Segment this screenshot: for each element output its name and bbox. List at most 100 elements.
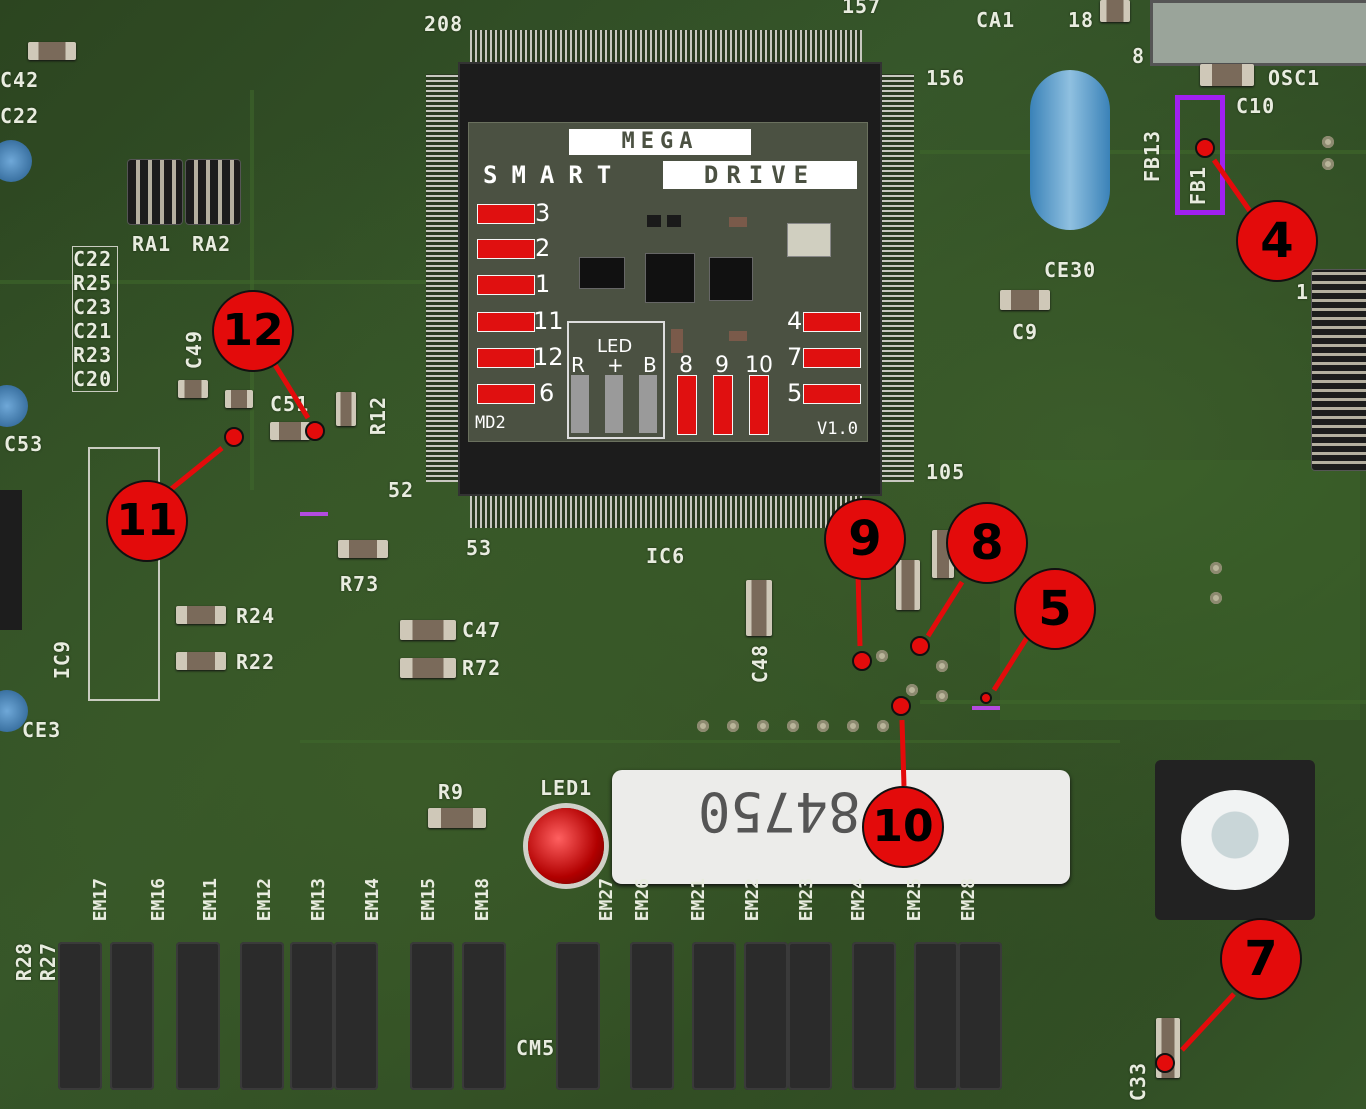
pad-7-label: 7 bbox=[787, 343, 803, 371]
solder-point-11[interactable] bbox=[224, 427, 244, 447]
label-ra2: RA2 bbox=[192, 232, 232, 256]
arrow-10 bbox=[899, 719, 907, 787]
via bbox=[1322, 158, 1334, 170]
pad-6[interactable] bbox=[477, 384, 535, 404]
via bbox=[936, 660, 948, 672]
label-c22b: C22 bbox=[0, 104, 40, 128]
label-c20: C20 bbox=[73, 367, 113, 391]
pad-1[interactable] bbox=[477, 275, 535, 295]
smd-part bbox=[28, 42, 76, 60]
via bbox=[1210, 562, 1222, 574]
highlight-box-fb bbox=[1175, 95, 1225, 215]
solder-point-7[interactable] bbox=[1155, 1053, 1175, 1073]
pad-9-label: 9 bbox=[715, 353, 729, 378]
overlay-smd bbox=[671, 329, 683, 353]
pad-3-label: 3 bbox=[535, 199, 551, 227]
label-r25: R25 bbox=[73, 271, 113, 295]
ic-pins-right bbox=[880, 74, 914, 482]
solder-point-8[interactable] bbox=[910, 636, 930, 656]
em24-part bbox=[852, 942, 896, 1090]
label-18: 18 bbox=[1068, 8, 1095, 32]
label-r72: R72 bbox=[462, 656, 502, 680]
em28-part bbox=[958, 942, 1002, 1090]
ic-pins-top bbox=[470, 30, 862, 64]
solder-point-5[interactable] bbox=[980, 692, 992, 704]
label-r22: R22 bbox=[236, 650, 276, 674]
label-157: 157 bbox=[842, 0, 882, 18]
callout-11: 11 bbox=[106, 480, 188, 562]
pad-8[interactable] bbox=[677, 375, 697, 435]
via bbox=[1210, 592, 1222, 604]
label-ra1: RA1 bbox=[132, 232, 172, 256]
resistor-array-ra2 bbox=[186, 160, 240, 224]
overlay-smd bbox=[667, 215, 681, 227]
via bbox=[697, 720, 709, 732]
pad-4[interactable] bbox=[803, 312, 861, 332]
em25-part bbox=[914, 942, 958, 1090]
via bbox=[787, 720, 799, 732]
arrow-8 bbox=[925, 580, 965, 638]
label-53: 53 bbox=[466, 536, 493, 560]
label-ce3: CE3 bbox=[22, 718, 62, 742]
solder-point-12[interactable] bbox=[305, 421, 325, 441]
em23-part bbox=[788, 942, 832, 1090]
button-cap[interactable] bbox=[1181, 790, 1289, 890]
pad-12-label: 12 bbox=[533, 343, 564, 371]
pad-2[interactable] bbox=[477, 239, 535, 259]
overlay-chip bbox=[579, 257, 625, 289]
em14-part bbox=[334, 942, 378, 1090]
trace bbox=[920, 150, 1366, 154]
led-pad-r[interactable] bbox=[571, 375, 589, 433]
pad-12[interactable] bbox=[477, 348, 535, 368]
pad-7[interactable] bbox=[803, 348, 861, 368]
pad-5[interactable] bbox=[803, 384, 861, 404]
smd-part bbox=[178, 380, 208, 398]
em18-part bbox=[462, 942, 506, 1090]
via bbox=[727, 720, 739, 732]
label-led1: LED1 bbox=[540, 776, 593, 800]
solder-point-10[interactable] bbox=[891, 696, 911, 716]
solder-point-4[interactable] bbox=[1195, 138, 1215, 158]
label-osc1: OSC1 bbox=[1268, 66, 1321, 90]
ic-pins-bottom bbox=[470, 494, 862, 528]
label-208: 208 bbox=[424, 12, 464, 36]
led-pad-plus[interactable] bbox=[605, 375, 623, 433]
em15-part bbox=[410, 942, 454, 1090]
pad-10[interactable] bbox=[749, 375, 769, 435]
callout-4: 4 bbox=[1236, 200, 1318, 282]
pad-11[interactable] bbox=[477, 312, 535, 332]
pad-4-label: 4 bbox=[787, 307, 803, 335]
em11-part bbox=[176, 942, 220, 1090]
solder-point-9[interactable] bbox=[852, 651, 872, 671]
led-pad-b[interactable] bbox=[639, 375, 657, 433]
label-r24: R24 bbox=[236, 604, 276, 628]
label-52: 52 bbox=[388, 478, 415, 502]
mega-smart-drive-overlay: MEGA SMART DRIVE 3 2 1 11 12 6 4 7 5 8 9… bbox=[468, 122, 868, 442]
em27-part bbox=[556, 942, 600, 1090]
label-c47: C47 bbox=[462, 618, 502, 642]
via bbox=[906, 684, 918, 696]
label-c23: C23 bbox=[73, 295, 113, 319]
pad-1-label: 1 bbox=[535, 270, 551, 298]
label-156: 156 bbox=[926, 66, 966, 90]
via bbox=[817, 720, 829, 732]
overlay-chip bbox=[709, 257, 753, 301]
smd-part bbox=[1100, 0, 1130, 22]
callout-12: 12 bbox=[212, 290, 294, 372]
reset-button[interactable] bbox=[1155, 760, 1315, 920]
label-8: 8 bbox=[1132, 44, 1146, 68]
callout-7: 7 bbox=[1220, 918, 1302, 1000]
trace bbox=[0, 280, 460, 284]
overlay-model: MD2 bbox=[475, 413, 506, 433]
label-c22: C22 bbox=[73, 247, 113, 271]
arrow-9 bbox=[855, 573, 863, 647]
label-1: 1 bbox=[1296, 280, 1310, 304]
label-c42: C42 bbox=[0, 68, 40, 92]
pad-3[interactable] bbox=[477, 204, 535, 224]
pad-9[interactable] bbox=[713, 375, 733, 435]
overlay-mcu bbox=[645, 253, 695, 303]
capacitor-ce30 bbox=[1030, 70, 1110, 230]
via bbox=[877, 720, 889, 732]
smd-part bbox=[400, 620, 456, 640]
label-cm: CM5 bbox=[516, 1036, 556, 1060]
